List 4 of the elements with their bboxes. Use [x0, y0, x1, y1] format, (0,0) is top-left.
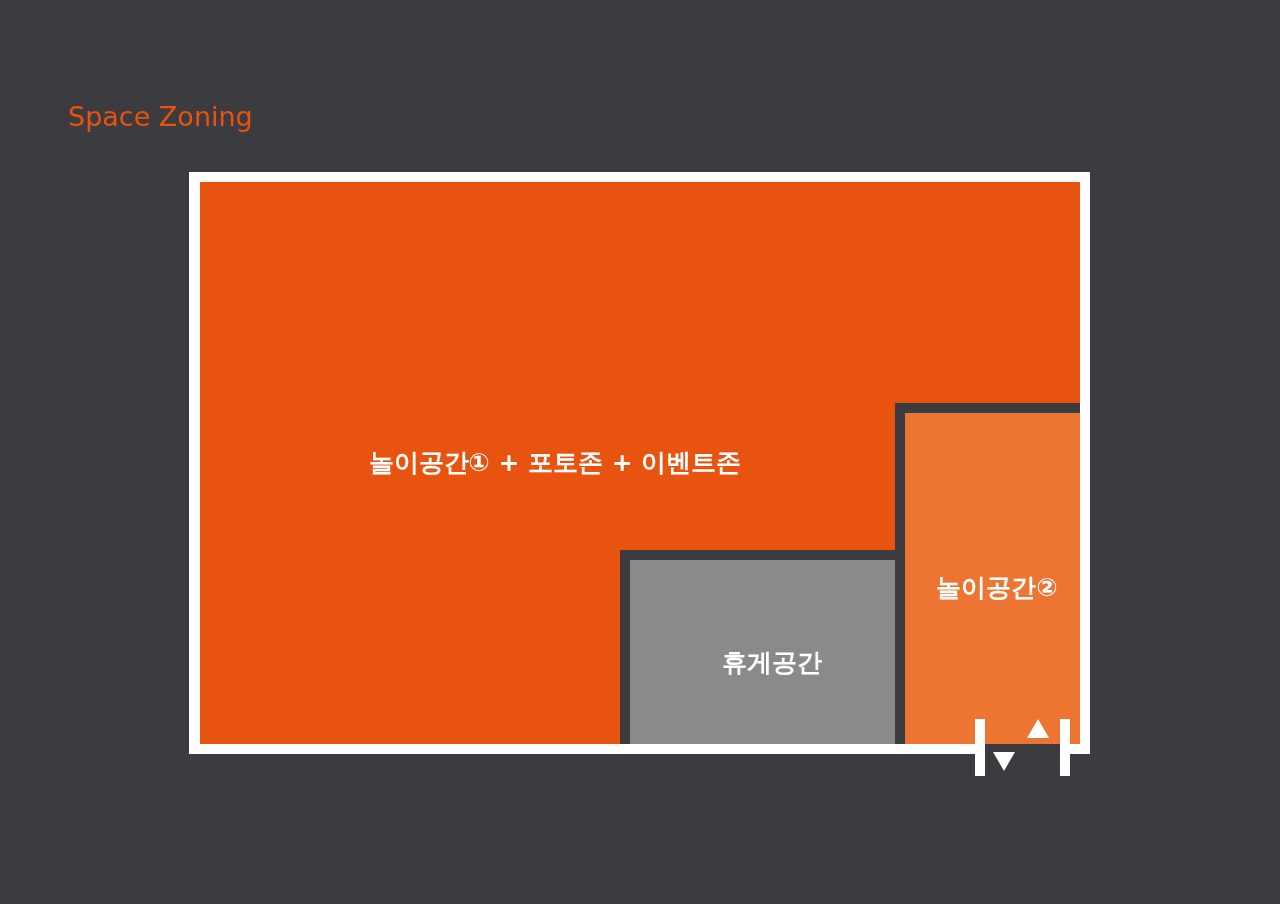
zone-label: 놀이공간②	[936, 571, 1058, 604]
title: Space Zoning	[68, 101, 253, 132]
zone-label: 놀이공간① + 포토존 + 이벤트존	[368, 446, 742, 479]
zone-label: 휴게공간	[722, 646, 822, 679]
